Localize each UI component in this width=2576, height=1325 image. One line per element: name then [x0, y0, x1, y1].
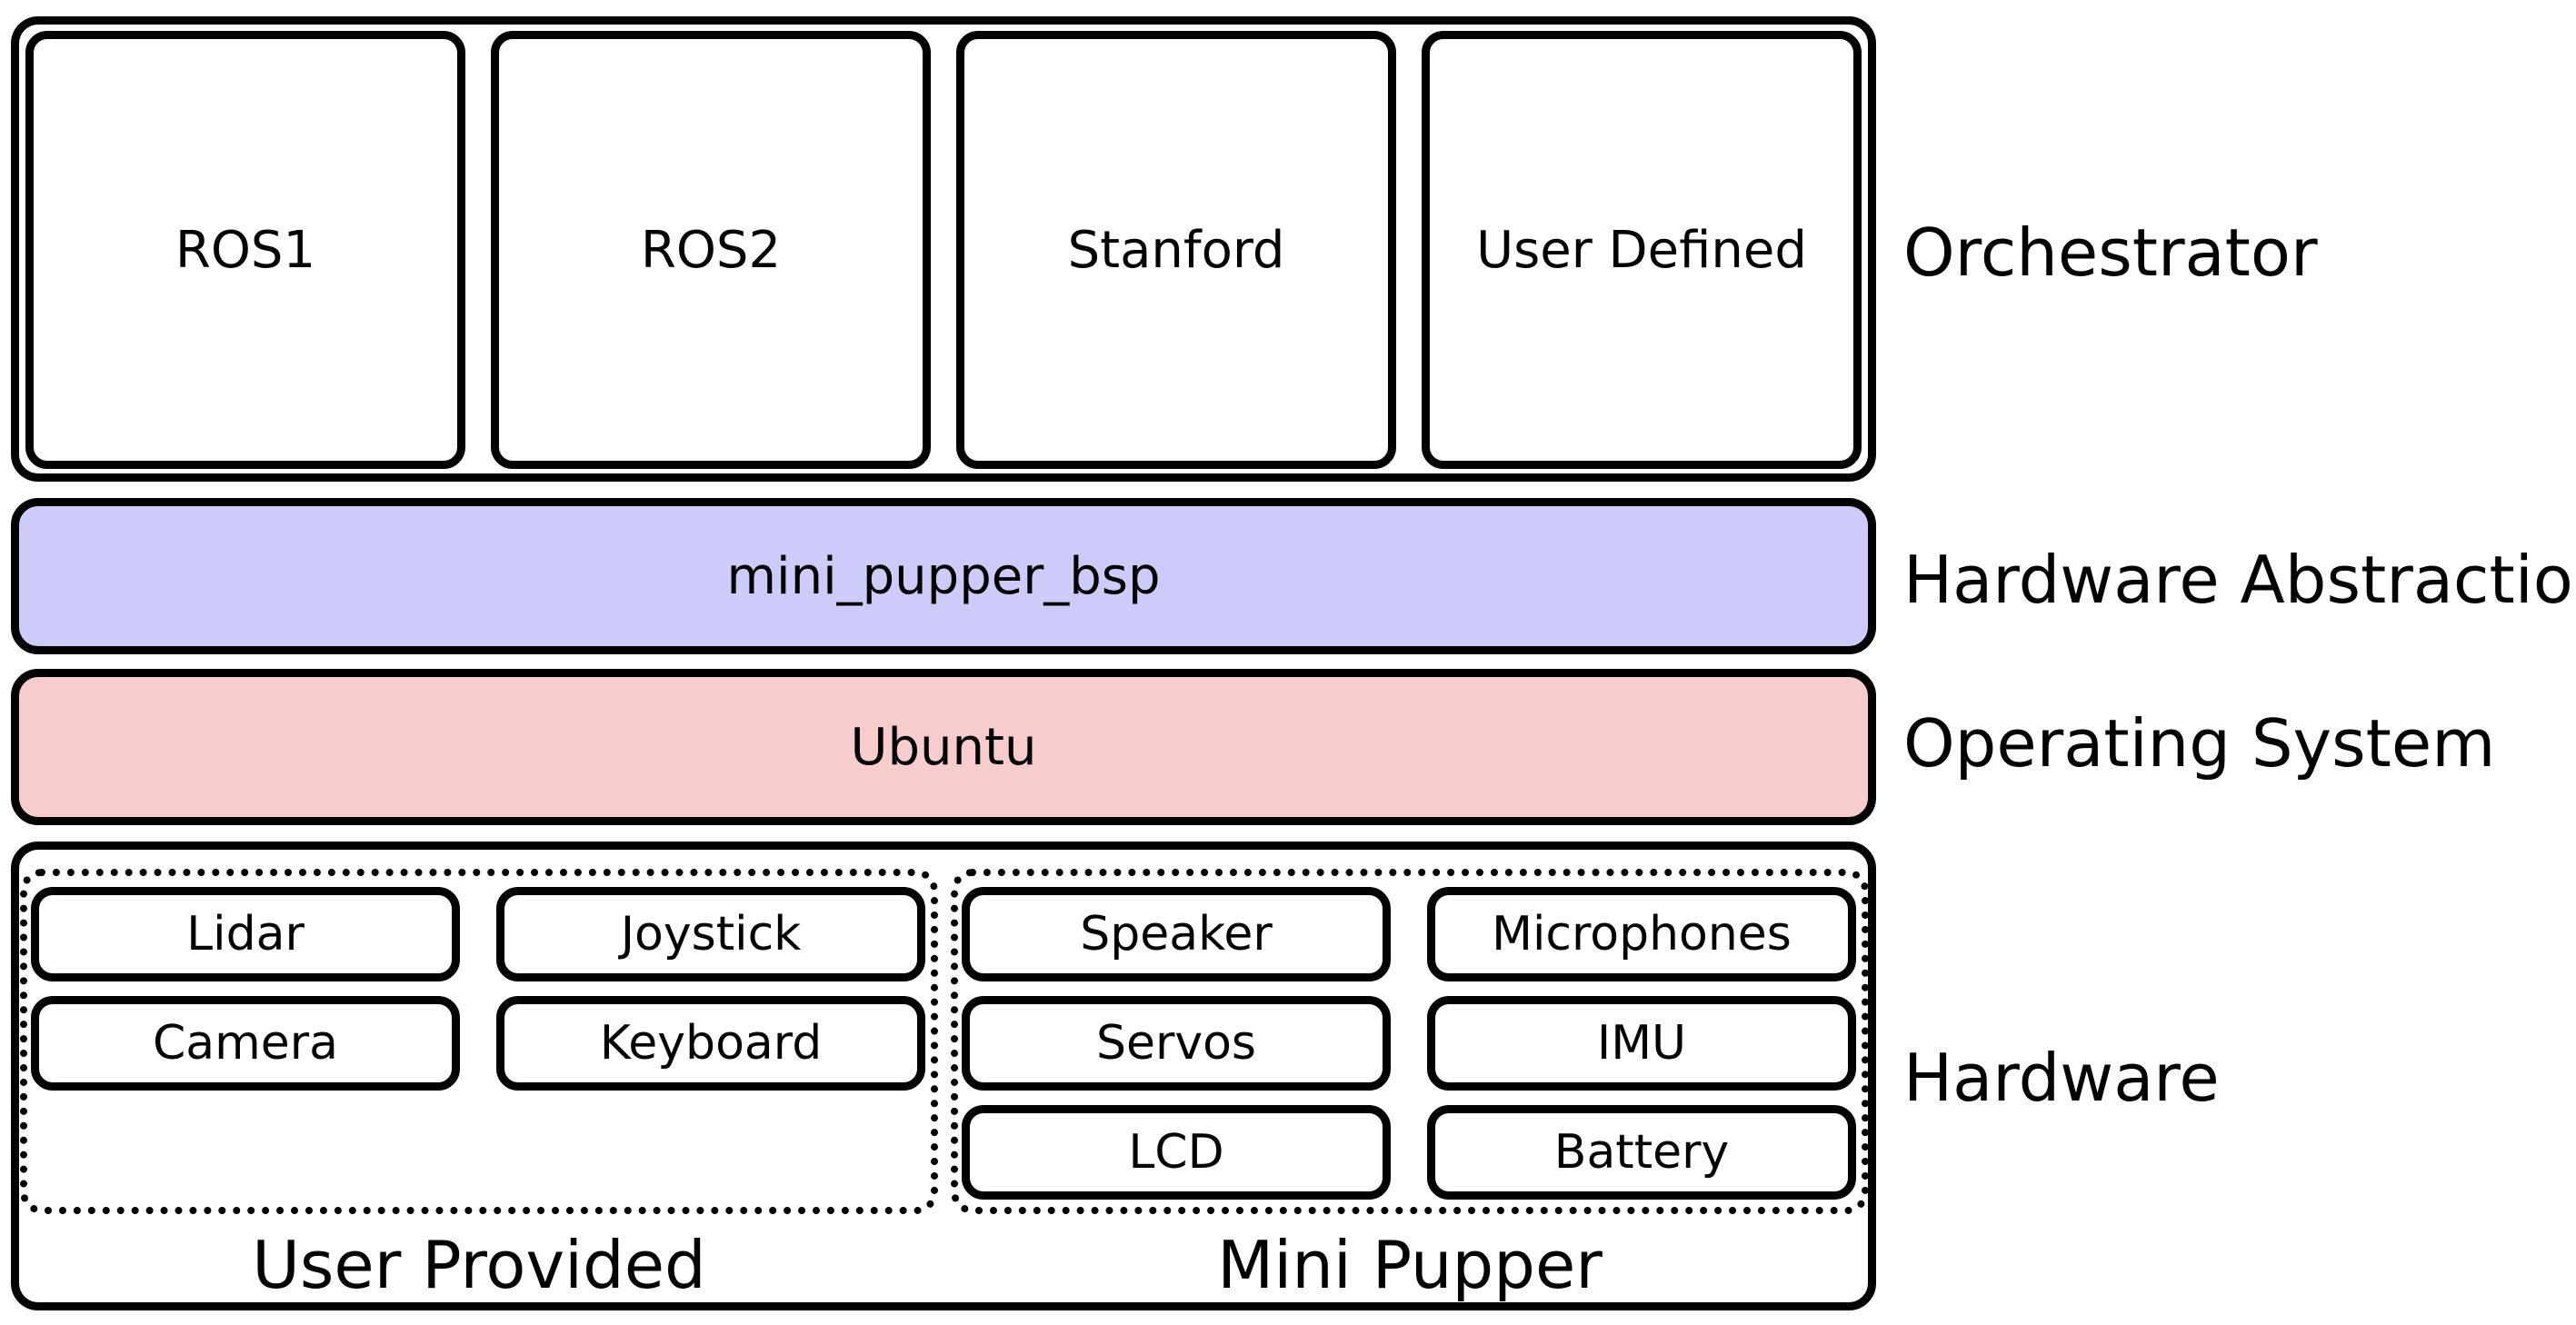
hardware-item-keyboard: Keyboard [496, 996, 925, 1091]
hardware-item-label: IMU [1596, 1016, 1687, 1071]
hardware-item-joystick: Joystick [496, 887, 925, 981]
hardware-item-label: Lidar [186, 907, 305, 961]
orchestrator-item-label: Stanford [1067, 220, 1285, 280]
orchestrator-label: Orchestrator [1903, 214, 2318, 291]
mini-pupper-label: Mini Pupper [1217, 1227, 1603, 1303]
orchestrator-item-ros1: ROS1 [25, 31, 465, 469]
hardware-item-battery: Battery [1427, 1105, 1856, 1200]
hardware-item-label: Camera [152, 1016, 339, 1071]
orchestrator-item-label: ROS2 [640, 220, 782, 280]
hardware-item-label: Microphones [1492, 907, 1792, 961]
hardware-item-imu: IMU [1427, 996, 1856, 1091]
orchestrator-item-stanford: Stanford [956, 31, 1396, 469]
hardware-abstraction-label: Hardware Abstraction [1903, 542, 2576, 618]
operating-system-label: Operating System [1903, 705, 2496, 782]
user-provided-label: User Provided [252, 1227, 706, 1303]
orchestrator-item-label: User Defined [1476, 220, 1807, 280]
hardware-item-camera: Camera [31, 996, 460, 1091]
hardware-item-label: Keyboard [599, 1016, 823, 1071]
hardware-abstraction-layer: mini_pupper_bsp [11, 498, 1876, 654]
hardware-item-label: LCD [1128, 1125, 1224, 1180]
hardware-item-servos: Servos [962, 996, 1391, 1091]
hardware-item-microphones: Microphones [1427, 887, 1856, 981]
orchestrator-item-user-defined: User Defined [1422, 31, 1862, 469]
user-provided-group [20, 869, 938, 1214]
orchestrator-item-label: ROS1 [175, 220, 316, 280]
hardware-item-label: Servos [1095, 1016, 1257, 1071]
hardware-item-lidar: Lidar [31, 887, 460, 981]
hardware-layer [11, 842, 1876, 1310]
operating-system-layer: Ubuntu [11, 669, 1876, 825]
mini-pupper-group [951, 869, 1869, 1214]
hardware-label: Hardware [1903, 1040, 2220, 1116]
hardware-item-label: Speaker [1080, 907, 1273, 961]
hardware-item-label: Joystick [620, 907, 802, 961]
orchestrator-layer [11, 16, 1876, 482]
hardware-item-lcd: LCD [962, 1105, 1391, 1200]
hardware-item-label: Battery [1553, 1125, 1730, 1180]
orchestrator-item-ros2: ROS2 [491, 31, 931, 469]
hardware-abstraction-text: mini_pupper_bsp [726, 546, 1161, 606]
operating-system-text: Ubuntu [850, 717, 1037, 777]
hardware-item-speaker: Speaker [962, 887, 1391, 981]
